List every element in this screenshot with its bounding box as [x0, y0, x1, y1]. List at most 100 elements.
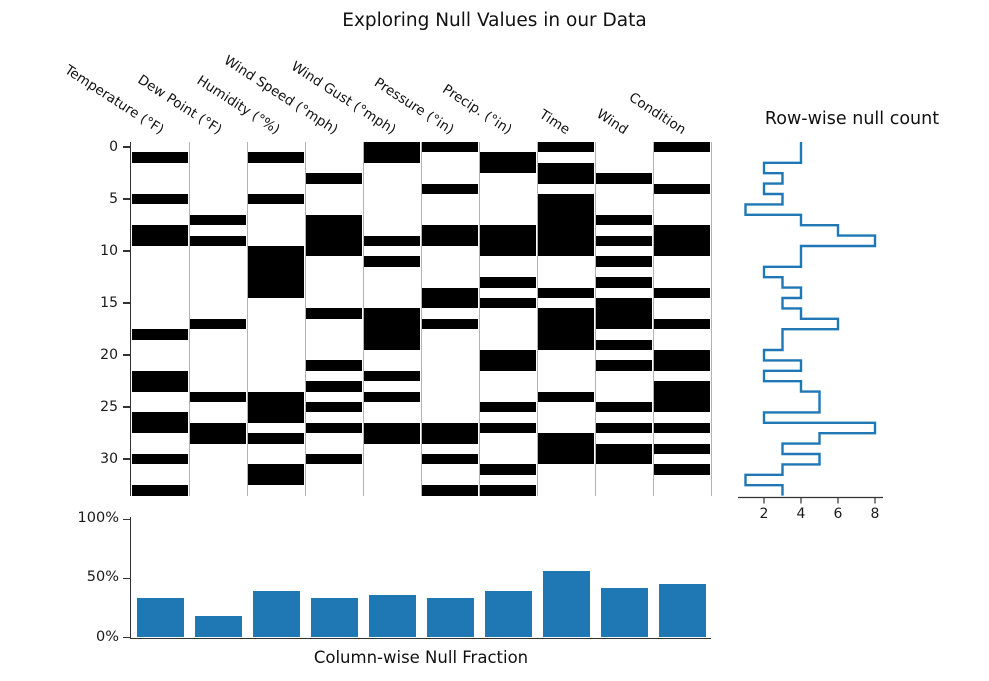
- matrix-y-tick-label: 5: [109, 191, 118, 208]
- matrix-column-8: [538, 142, 594, 496]
- barchart-left-spine: [130, 517, 132, 639]
- histogram-x-tick-label: 6: [833, 505, 843, 522]
- barchart-y-tick-label: 50%: [86, 569, 119, 586]
- null-fraction-bar: [194, 616, 242, 638]
- null-cell: [248, 152, 304, 163]
- null-cell: [480, 277, 536, 288]
- null-cell: [538, 162, 594, 174]
- null-cell: [248, 464, 304, 475]
- matrix-y-tick: [123, 406, 130, 408]
- null-cell: [596, 298, 652, 309]
- null-cell: [538, 204, 594, 215]
- null-cell: [480, 360, 536, 371]
- null-cell: [248, 433, 304, 444]
- null-cell: [654, 443, 710, 454]
- figure-title: Exploring Null Values in our Data: [342, 10, 647, 31]
- matrix-column-9: [596, 142, 652, 496]
- null-cell: [190, 433, 246, 444]
- column-divider: [536, 142, 538, 496]
- column-divider: [652, 142, 654, 496]
- null-cell: [364, 308, 420, 319]
- null-cell: [480, 402, 536, 413]
- null-cell: [654, 183, 710, 194]
- null-cell: [364, 152, 420, 163]
- null-cell: [596, 360, 652, 371]
- column-divider: [420, 142, 422, 496]
- null-cell: [248, 287, 304, 298]
- null-cell: [364, 433, 420, 444]
- null-cell: [306, 214, 362, 226]
- null-cell: [422, 298, 478, 309]
- null-cell: [306, 235, 362, 246]
- null-cell: [190, 214, 246, 226]
- null-cell: [306, 402, 362, 413]
- null-cell: [132, 235, 188, 246]
- column-divider: [304, 142, 306, 496]
- null-cell: [248, 402, 304, 413]
- null-fraction-bar: [426, 598, 474, 638]
- null-cell: [538, 318, 594, 330]
- null-cell: [364, 142, 420, 153]
- matrix-y-tick-label: 25: [100, 399, 118, 416]
- histogram-x-tick-label: 4: [796, 505, 806, 522]
- null-cell: [538, 214, 594, 226]
- matrix-y-tick-label: 30: [100, 451, 118, 468]
- null-cell: [596, 318, 652, 330]
- null-cell: [654, 464, 710, 475]
- column-divider: [594, 142, 596, 496]
- null-cell: [596, 443, 652, 454]
- null-cell: [306, 422, 362, 434]
- null-cell: [364, 370, 420, 382]
- null-cell: [596, 235, 652, 246]
- null-cell: [654, 287, 710, 298]
- null-cell: [132, 485, 188, 496]
- row-null-count-step-line: [744, 142, 877, 496]
- histogram-x-tick-label: 8: [870, 505, 880, 522]
- null-cell: [538, 339, 594, 350]
- null-cell: [132, 370, 188, 382]
- null-cell: [538, 391, 594, 402]
- matrix-y-tick-label: 0: [109, 139, 118, 156]
- null-cell: [364, 391, 420, 402]
- null-cell: [248, 246, 304, 257]
- matrix-column-4: [306, 142, 362, 496]
- null-cell: [480, 235, 536, 246]
- null-cell: [654, 402, 710, 413]
- null-cell: [480, 350, 536, 361]
- null-cell: [422, 225, 478, 236]
- null-cell: [654, 246, 710, 257]
- null-cell: [306, 173, 362, 184]
- null-cell: [654, 225, 710, 236]
- null-fraction-bar: [600, 587, 648, 638]
- null-cell: [480, 152, 536, 163]
- column-divider: [362, 142, 364, 496]
- null-cell: [306, 308, 362, 319]
- column-divider: [188, 142, 190, 496]
- barchart-y-tick-label: 100%: [77, 510, 119, 527]
- null-cell: [190, 422, 246, 434]
- null-cell: [190, 318, 246, 330]
- null-fraction-bar: [484, 591, 532, 638]
- null-cell: [654, 318, 710, 330]
- null-cell: [422, 433, 478, 444]
- matrix-column-5: [364, 142, 420, 496]
- null-cell: [596, 256, 652, 267]
- null-fraction-bar: [368, 594, 416, 638]
- null-cell: [248, 474, 304, 486]
- column-divider: [246, 142, 248, 496]
- histogram-x-tick-label: 2: [759, 505, 769, 522]
- null-cell: [538, 142, 594, 153]
- matrix-y-tick-label: 20: [100, 347, 118, 364]
- matrix-y-tick: [123, 302, 130, 304]
- matrix-column-10: [654, 142, 710, 496]
- null-cell: [596, 422, 652, 434]
- null-cell: [538, 235, 594, 246]
- null-cell: [538, 443, 594, 454]
- null-fraction-bar: [542, 571, 590, 638]
- null-cell: [422, 485, 478, 496]
- barchart-y-tick: [123, 577, 130, 580]
- matrix-y-tick: [123, 198, 130, 200]
- matrix-y-tick: [123, 354, 130, 356]
